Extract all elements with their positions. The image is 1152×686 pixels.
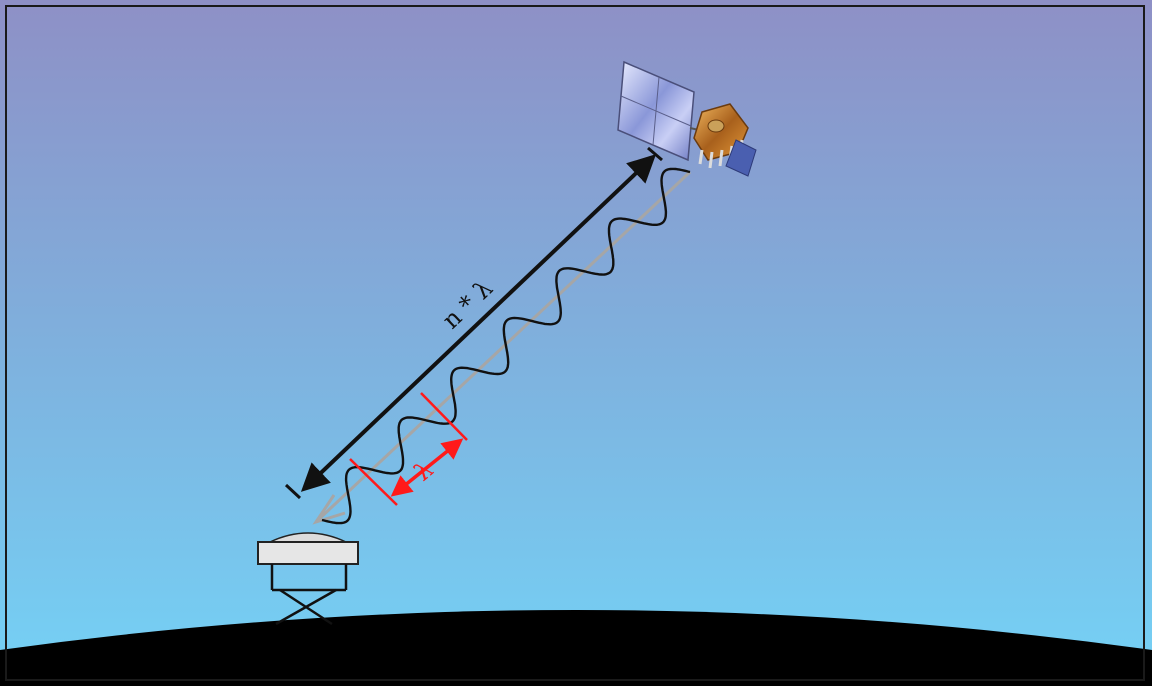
gnss-carrier-phase-diagram: n * λ λ bbox=[0, 0, 1152, 686]
sky-background bbox=[0, 0, 1152, 686]
